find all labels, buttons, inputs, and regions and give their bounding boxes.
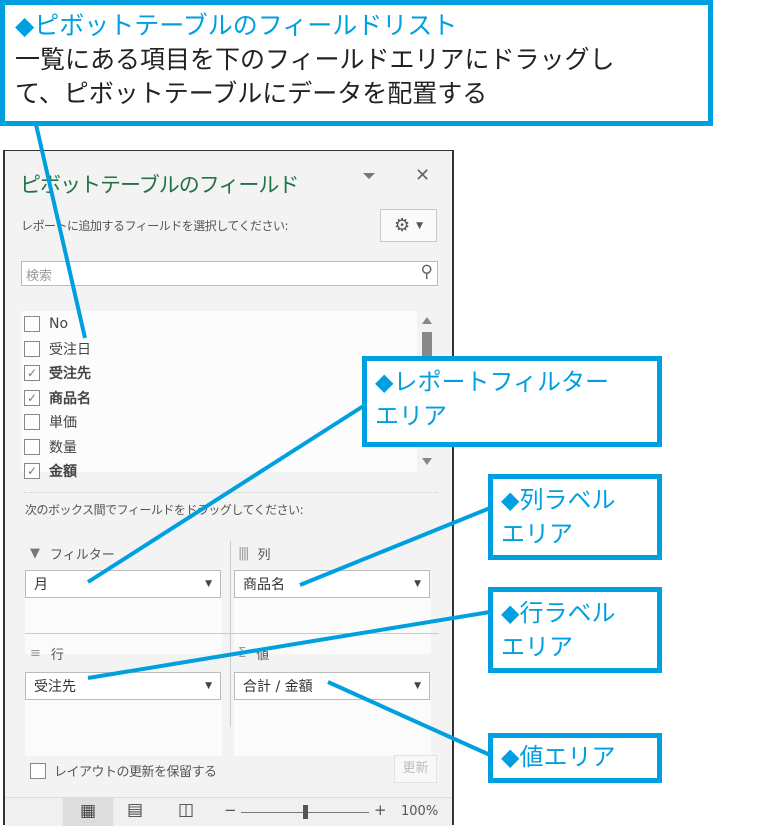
callout-columns-area: ◆列ラベルエリア [488,474,662,560]
field-checkbox[interactable]: ✓ [24,365,40,381]
rows-field-dropdown[interactable]: 受注先▼ [25,672,221,700]
scroll-down-icon[interactable] [422,458,432,465]
rows-drop-zone[interactable] [25,700,222,756]
area-divider-vertical [230,541,231,727]
field-label: 金額 [49,464,77,480]
filter-area-header: ▼フィルター [30,546,115,563]
update-button[interactable]: 更新 [394,755,437,783]
callout-values-area: ◆値エリア [488,733,662,783]
callout-line-values [327,680,491,757]
chevron-down-icon: ▼ [414,579,421,589]
field-item[interactable]: No [24,314,68,334]
callout-rows-area: ◆行ラベルエリア [488,587,662,673]
gear-icon: ⚙ [393,215,411,236]
callout-text: 一覧にある項目を下のフィールドエリアにドラッグし [15,45,615,74]
close-icon[interactable]: ✕ [415,165,431,186]
page-break-preview-icon[interactable]: ◫ [178,800,195,820]
zoom-in-icon[interactable]: + [374,801,387,819]
status-bar: ▦ ▤ ◫ − + 100% [5,797,452,826]
field-checkbox[interactable] [24,340,40,357]
callout-line-field-list [33,119,87,339]
field-label: 受注日 [49,341,91,358]
columns-icon: |||| [238,546,249,561]
field-label: No [49,316,69,332]
checkbox[interactable] [30,762,46,779]
chevron-down-icon: ▼ [205,681,212,691]
field-label: 受注先 [49,366,91,382]
field-checkbox[interactable] [24,316,40,332]
callout-title: ◆ピボットテーブルのフィールドリスト [15,11,458,40]
callout-text: て、ピボットテーブルにデータを配置する [15,79,488,108]
chevron-down-icon: ▼ [205,579,212,589]
field-label: 数量 [49,439,77,456]
chevron-down-icon: ▼ [414,681,421,691]
values-field-dropdown[interactable]: 合計 / 金額▼ [234,672,430,700]
field-label: 商品名 [49,390,91,407]
callout-field-list: ◆ピボットテーブルのフィールドリスト 一覧にある項目を下のフィールドエリアにドラ… [0,0,713,126]
field-item[interactable]: ✓ 金額 [24,461,77,481]
field-item[interactable]: ✓ 商品名 [24,388,91,408]
callout-filter-area: ◆レポートフィルターエリア [362,356,662,447]
search-input[interactable]: 検索 ⚲ [21,261,438,286]
field-checkbox[interactable]: ✓ [24,463,40,479]
filter-icon: ▼ [30,546,40,561]
columns-area-header: ||||列 [238,546,271,563]
scroll-up-icon[interactable] [422,317,432,324]
field-select-instruction: レポートに追加するフィールドを選択してください: [21,219,289,233]
field-label: 単価 [49,415,77,431]
normal-view-icon[interactable]: ▦ [63,798,113,826]
callout-line-rows [87,610,491,680]
values-drop-zone[interactable] [234,700,431,756]
field-list: No 受注日 ✓ 受注先 ✓ 商品名単価数量 ✓ 金額 [21,311,417,480]
pivot-field-list-panel: ピボットテーブルのフィールド ✕ レポートに追加するフィールドを選択してください… [3,150,454,826]
field-item[interactable]: 数量 [24,437,77,457]
field-checkbox[interactable] [24,438,40,455]
task-pane-options-icon[interactable] [363,173,375,179]
field-item[interactable]: ✓ 受注先 [24,363,91,383]
filter-drop-zone[interactable] [25,598,222,654]
area-divider-horizontal [25,633,439,634]
scrollbar[interactable] [420,311,434,472]
columns-field-dropdown[interactable]: 商品名▼ [234,570,430,598]
rows-area-header: ≡行 [30,646,64,663]
filter-field-dropdown[interactable]: 月▼ [25,570,221,598]
scrollbar-thumb[interactable] [422,332,432,360]
search-icon: ⚲ [420,262,433,282]
callout-line-filter [86,403,367,584]
zoom-slider-thumb[interactable] [303,805,308,819]
tools-button[interactable]: ⚙▼ [380,209,437,242]
page-layout-icon[interactable]: ▤ [127,800,144,820]
field-checkbox[interactable]: ✓ [24,389,40,406]
rows-icon: ≡ [30,646,41,661]
panel-title: ピボットテーブルのフィールド [20,173,299,197]
field-item[interactable]: 単価 [24,412,77,432]
defer-update-checkbox[interactable]: レイアウトの更新を保留する [30,761,217,780]
drag-instruction: 次のボックス間でフィールドをドラッグしてください: [25,503,304,517]
field-checkbox[interactable] [24,414,40,430]
callout-line-columns [299,506,491,587]
search-placeholder: 検索 [26,269,53,284]
zoom-out-icon[interactable]: − [224,801,237,819]
chevron-down-icon: ▼ [416,220,424,231]
zoom-level: 100% [401,804,439,819]
field-item[interactable]: 受注日 [24,339,91,359]
